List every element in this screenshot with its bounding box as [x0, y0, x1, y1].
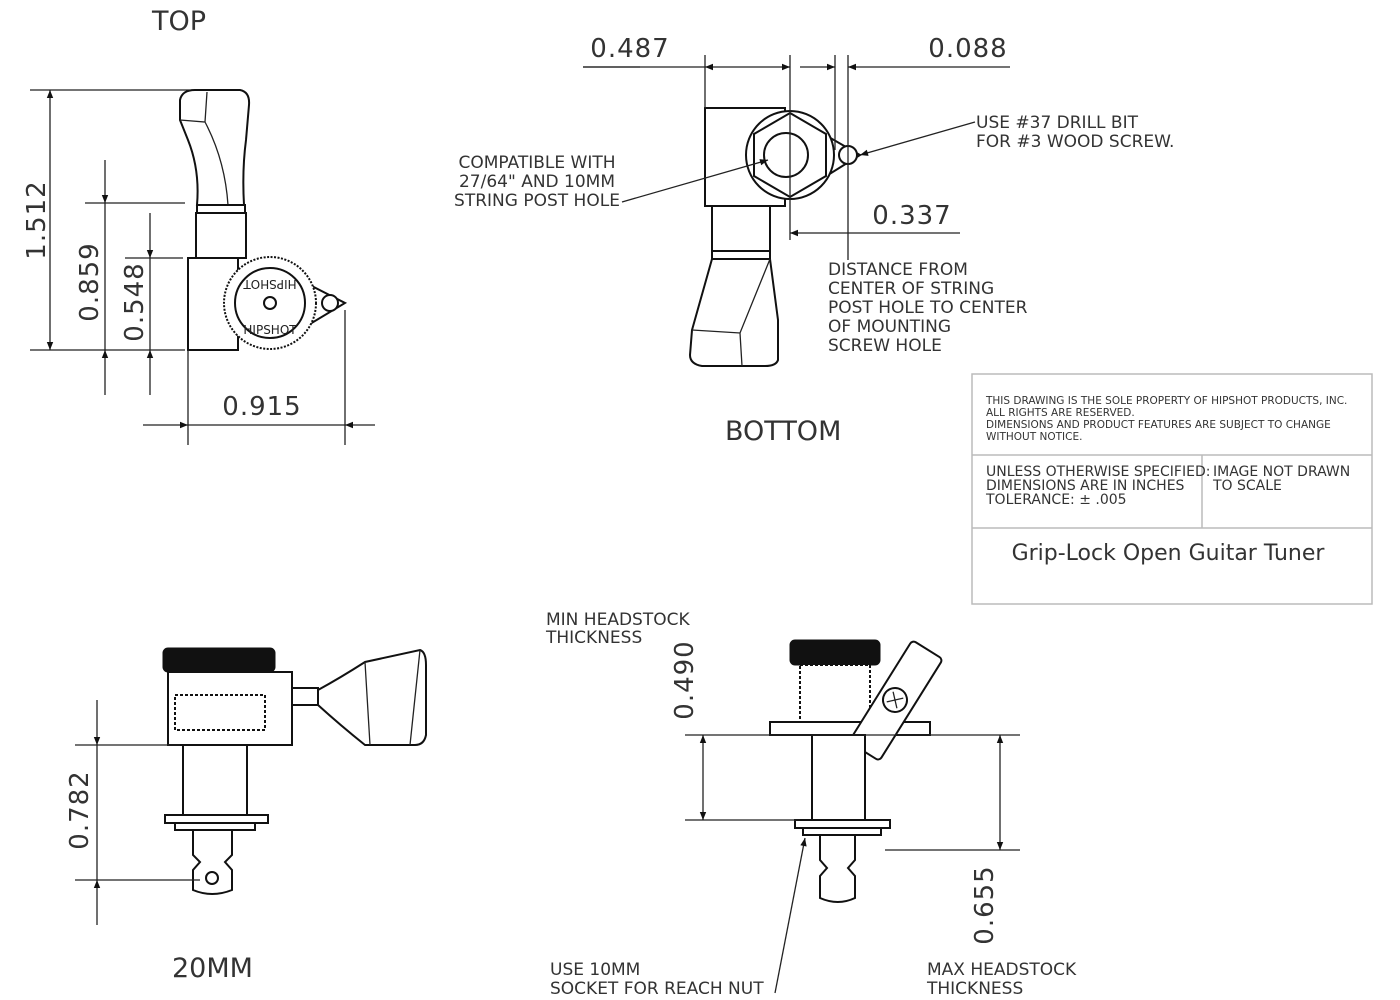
property-notice: ALL RIGHTS ARE RESERVED.	[986, 407, 1135, 419]
side-view-label: 20MM	[172, 953, 253, 984]
top-view-part: HIPSHOT HIPSHOT	[179, 89, 348, 351]
top-view-label: TOP	[151, 6, 206, 37]
dim-body-offset: 0.487	[590, 34, 669, 64]
note-line: SCREW HOLE	[828, 336, 942, 356]
note-line: 27/64" AND 10MM	[459, 172, 615, 192]
scale-note: IMAGE NOT DRAWN	[1213, 464, 1350, 480]
note-line: MIN HEADSTOCK	[546, 610, 690, 630]
note-distance: DISTANCE FROM CENTER OF STRING POST HOLE…	[828, 260, 1028, 356]
brand-mark-bottom: HIPSHOT	[243, 323, 297, 337]
units-note: TOLERANCE: ± .005	[985, 492, 1127, 508]
note-line: DISTANCE FROM	[828, 260, 968, 280]
note-min-headstock: MIN HEADSTOCK THICKNESS	[545, 610, 690, 648]
note-line: MAX HEADSTOCK	[927, 960, 1077, 980]
dim-overall-height: 1.512	[22, 180, 52, 259]
side-view-20mm: 20MM 0.782	[65, 647, 427, 984]
note-line: THICKNESS	[926, 979, 1023, 999]
note-line: USE #37 DRILL BIT	[976, 113, 1139, 133]
bottom-view: BOTTOM 0.487 0.088 0.337	[454, 34, 1174, 447]
note-line: OF MOUNTING	[828, 317, 951, 337]
brand-mark-top: HIPSHOT	[243, 277, 297, 291]
note-line: THICKNESS	[545, 628, 642, 648]
top-view-dimensions: 1.512 0.859 0.548 0.915	[22, 89, 375, 445]
dim-post-to-screw: 0.337	[872, 201, 951, 231]
units-note: DIMENSIONS ARE IN INCHES	[986, 478, 1185, 494]
side-view-dimensions: 0.782	[65, 700, 200, 925]
dim-knob-to-base: 0.859	[75, 242, 105, 321]
dim-collar-to-base: 0.548	[120, 262, 150, 341]
note-drill-bit: USE #37 DRILL BIT FOR #3 WOOD SCREW.	[859, 113, 1174, 156]
dim-hole-offset: 0.088	[928, 34, 1007, 64]
property-notice: THIS DRAWING IS THE SOLE PROPERTY OF HIP…	[985, 395, 1347, 407]
note-line: FOR #3 WOOD SCREW.	[976, 132, 1174, 152]
note-line: STRING POST HOLE	[454, 191, 620, 211]
top-view: TOP HIPSHOT HIPSHOT	[22, 6, 375, 445]
note-line: POST HOLE TO CENTER	[828, 298, 1028, 318]
bottom-view-label: BOTTOM	[725, 416, 841, 447]
note-compatible: COMPATIBLE WITH 27/64" AND 10MM STRING P…	[454, 153, 769, 211]
property-notice: DIMENSIONS AND PRODUCT FEATURES ARE SUBJ…	[986, 419, 1331, 431]
drawing-title: Grip-Lock Open Guitar Tuner	[1012, 541, 1326, 566]
scale-note: TO SCALE	[1212, 478, 1282, 494]
title-block: THIS DRAWING IS THE SOLE PROPERTY OF HIP…	[971, 373, 1373, 605]
side-view-headstock: 0.490 0.655 MIN HEADSTOCK THICKNESS USE …	[545, 610, 1077, 999]
note-max-headstock: MAX HEADSTOCK THICKNESS	[926, 960, 1077, 999]
dim-max-headstock: 0.655	[970, 865, 1000, 944]
note-line: USE 10MM	[550, 960, 640, 980]
headstock-view-part	[769, 639, 943, 903]
dim-overall-width: 0.915	[222, 392, 301, 422]
note-socket: USE 10MM SOCKET FOR REACH NUT	[550, 837, 807, 999]
bottom-view-dimensions: 0.487 0.088 0.337	[583, 34, 1010, 260]
note-line: CENTER OF STRING	[828, 279, 994, 299]
note-line: COMPATIBLE WITH	[458, 153, 615, 173]
units-note: UNLESS OTHERWISE SPECIFIED:	[986, 464, 1210, 480]
side-view-part	[162, 647, 427, 895]
note-line: SOCKET FOR REACH NUT	[550, 979, 764, 999]
dim-min-headstock: 0.490	[670, 640, 700, 719]
bottom-view-part	[688, 107, 862, 367]
headstock-dimensions: 0.490 0.655	[670, 640, 1020, 945]
dim-post-length: 0.782	[65, 770, 95, 849]
property-notice: WITHOUT NOTICE.	[986, 431, 1082, 443]
